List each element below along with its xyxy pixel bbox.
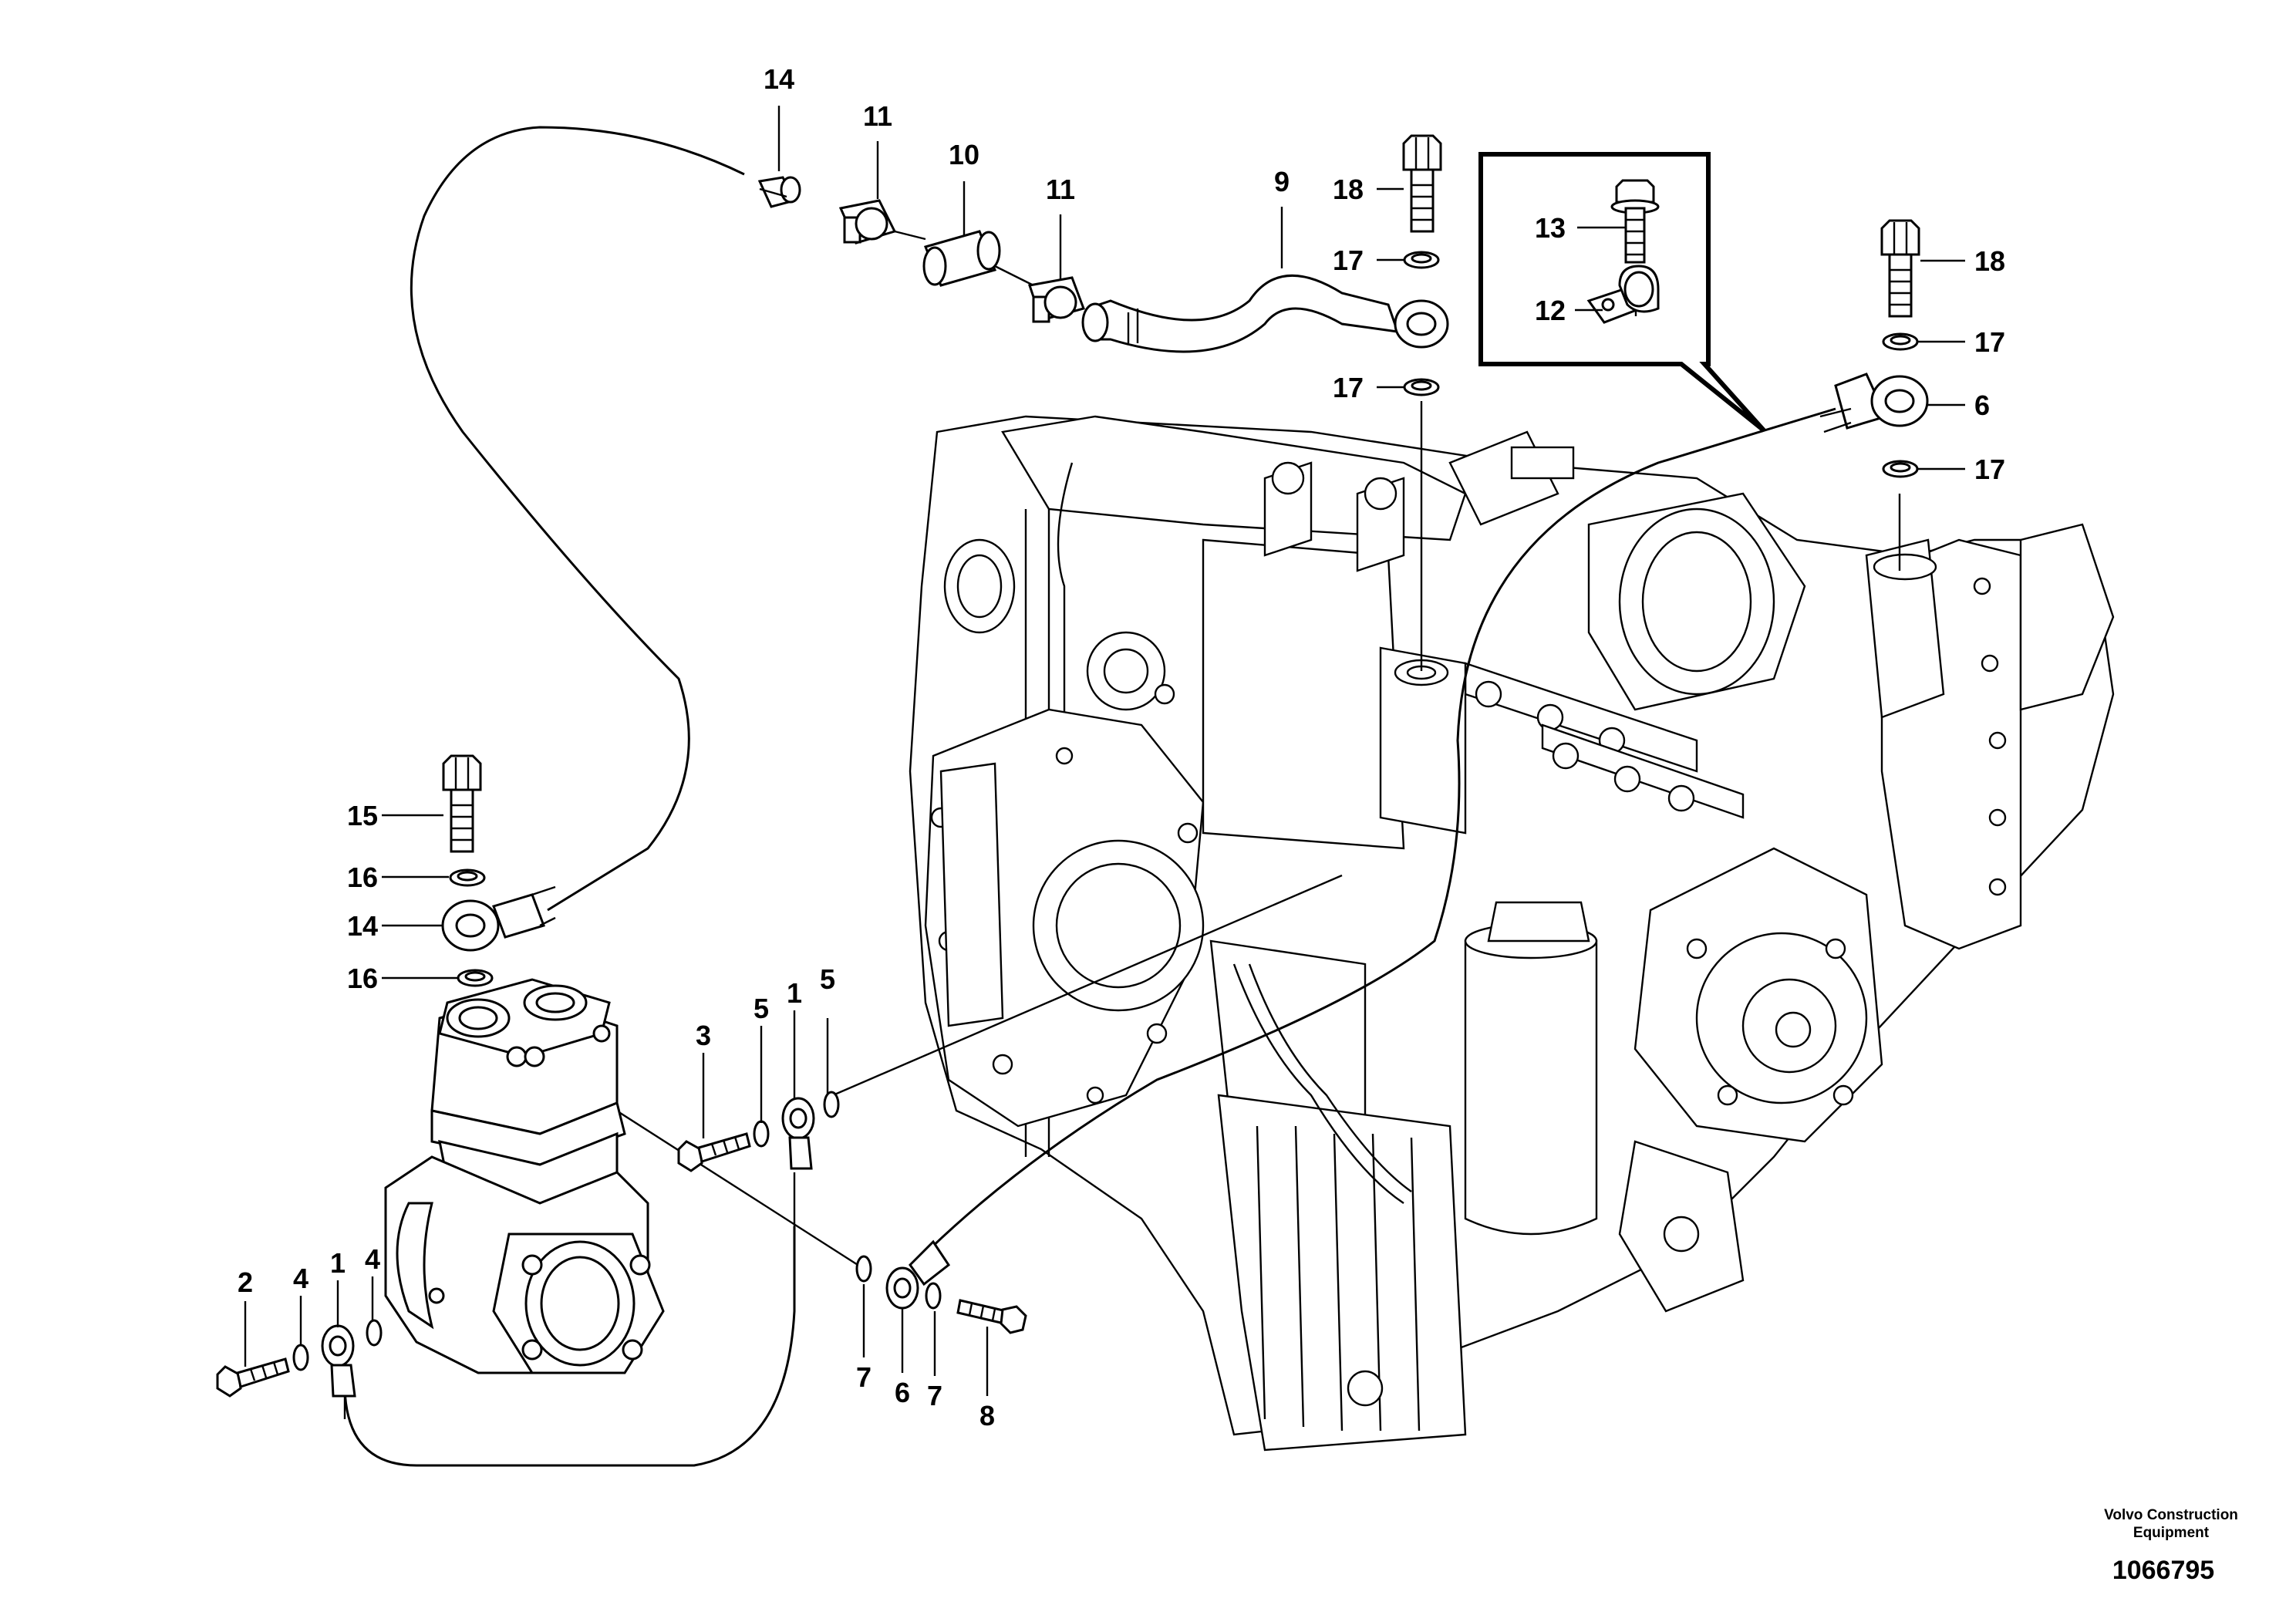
callout-18-left: 18 <box>1333 174 1364 205</box>
callout-7-left: 7 <box>856 1361 872 1393</box>
callout-14-lower: 14 <box>347 910 378 942</box>
callout-5-left: 5 <box>754 993 769 1024</box>
callout-7-right: 7 <box>927 1380 942 1411</box>
callout-15: 15 <box>347 800 378 831</box>
document-number: 1066795 <box>2112 1556 2214 1585</box>
callout-6-lower: 6 <box>895 1377 910 1408</box>
brand-line-1: Volvo Construction <box>2104 1507 2238 1523</box>
callout-17-lower-left: 17 <box>1333 372 1364 403</box>
callout-1-upper: 1 <box>787 977 802 1009</box>
brand-line-2: Equipment <box>2133 1525 2210 1541</box>
air-lines <box>343 126 1901 1467</box>
leader-lines <box>244 106 1965 1396</box>
callout-8: 8 <box>979 1400 995 1431</box>
callout-3: 3 <box>696 1020 711 1051</box>
detail-inset <box>1478 152 1766 433</box>
bolt-stack-left <box>1402 134 1442 396</box>
callout-14-top: 14 <box>764 63 794 95</box>
callout-17-lower-right: 17 <box>1974 454 2005 485</box>
brand-block: Volvo Construction Equipment 1066795 <box>2104 1507 2238 1585</box>
callout-12: 12 <box>1535 295 1566 326</box>
callout-2: 2 <box>238 1266 253 1298</box>
callout-4-right: 4 <box>365 1243 380 1275</box>
callout-13: 13 <box>1535 212 1566 244</box>
lower-fittings <box>216 1091 1027 1419</box>
callout-6-right: 6 <box>1974 389 1990 421</box>
bolt-stack-right <box>1819 219 1929 478</box>
callout-10: 10 <box>949 139 979 170</box>
air-compressor <box>384 754 665 1374</box>
callout-5-right: 5 <box>820 963 835 995</box>
callout-16-lower: 16 <box>347 963 378 994</box>
callout-17-upper-left: 17 <box>1333 244 1364 276</box>
callout-labels: 14 11 10 11 9 18 17 17 13 12 18 17 6 17 … <box>238 63 2005 1431</box>
callout-1-lower: 1 <box>330 1247 346 1279</box>
callout-18-right: 18 <box>1974 245 2005 277</box>
callout-9: 9 <box>1274 166 1290 197</box>
callout-11-left: 11 <box>863 100 892 132</box>
engine-block <box>909 415 2115 1452</box>
callout-11-right: 11 <box>1046 174 1075 205</box>
callout-17-upper-right: 17 <box>1974 326 2005 358</box>
callout-16-upper: 16 <box>347 862 378 893</box>
callout-4-left: 4 <box>293 1263 308 1294</box>
top-pipe-assembly <box>757 176 1449 353</box>
